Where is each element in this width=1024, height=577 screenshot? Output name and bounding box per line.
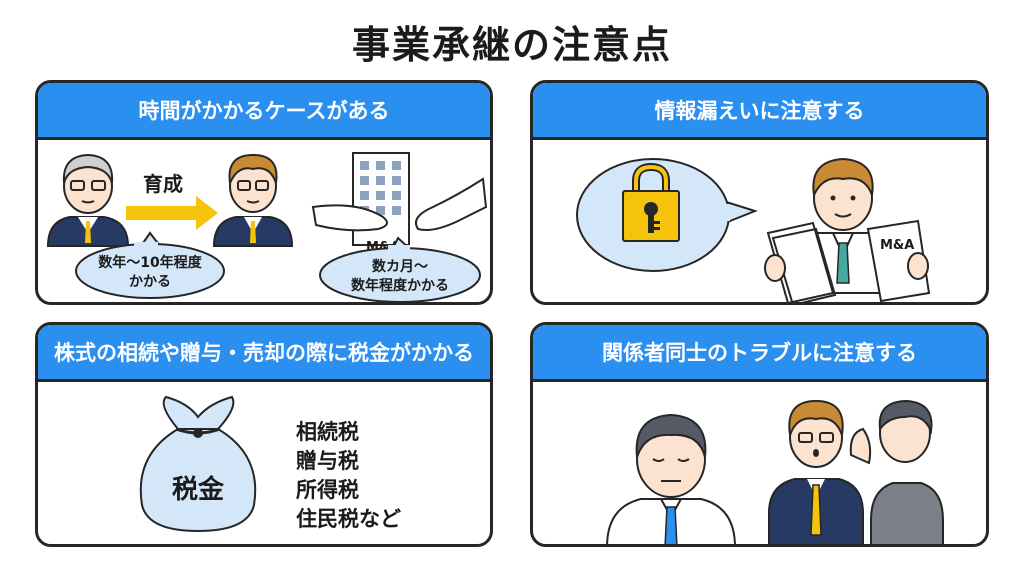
panel-tax: 株式の相続や贈与・売却の際に税金がかかる 税金 相続税 贈与税 所得税 住民税な…: [35, 322, 493, 547]
worried-man-icon: [606, 413, 736, 544]
tax-item: 贈与税: [296, 449, 359, 473]
handshake-icon: [311, 177, 488, 232]
tax-item: 所得税: [296, 478, 359, 502]
panel-time-heading: 時間がかかるケースがある: [38, 83, 490, 140]
panel-tax-heading: 株式の相続や贈与・売却の際に税金がかかる: [38, 325, 490, 382]
document-label: M&A: [880, 238, 914, 253]
panel-trouble: 関係者同士のトラブルに注意する: [530, 322, 989, 547]
whispering-men-icon: [768, 399, 944, 544]
tax-item: 相続税: [296, 420, 359, 444]
tax-item: 住民税など: [296, 507, 401, 531]
money-bag-label: 税金: [172, 474, 225, 505]
document-icon: [766, 221, 837, 302]
successor-icon: [212, 153, 294, 247]
bubble-left-line1: 数年〜10年程度: [98, 254, 202, 271]
speech-bubble-icon: [722, 200, 758, 224]
panel-time: 時間がかかるケースがある 育成 数: [35, 80, 493, 305]
trouble-illustration: [606, 399, 944, 544]
document-icon: [866, 219, 931, 302]
elderly-man-icon: [46, 153, 130, 247]
panel-leak: 情報漏えいに注意する: [530, 80, 989, 305]
page-title: 事業承継の注意点: [351, 23, 672, 67]
panel-leak-heading: 情報漏えいに注意する: [533, 83, 986, 140]
money-bag-illustration: 税金: [139, 395, 257, 533]
money-bag-icon: [139, 395, 257, 533]
bubble-right-line1: 数カ月〜: [372, 258, 428, 275]
growth-arrow-icon: [126, 196, 218, 230]
tax-list: 相続税 贈与税 所得税 住民税など: [296, 418, 401, 534]
growth-label: 育成: [143, 172, 183, 196]
bubble-right-line2: 数年程度かかる: [351, 277, 449, 294]
panel-trouble-heading: 関係者同士のトラブルに注意する: [533, 325, 986, 382]
leak-illustration: M&A: [576, 157, 931, 302]
bubble-left-line2: かかる: [129, 274, 171, 290]
time-illustration: 育成 数年〜10年程度 かかる: [46, 152, 488, 302]
padlock-icon: [622, 162, 680, 242]
